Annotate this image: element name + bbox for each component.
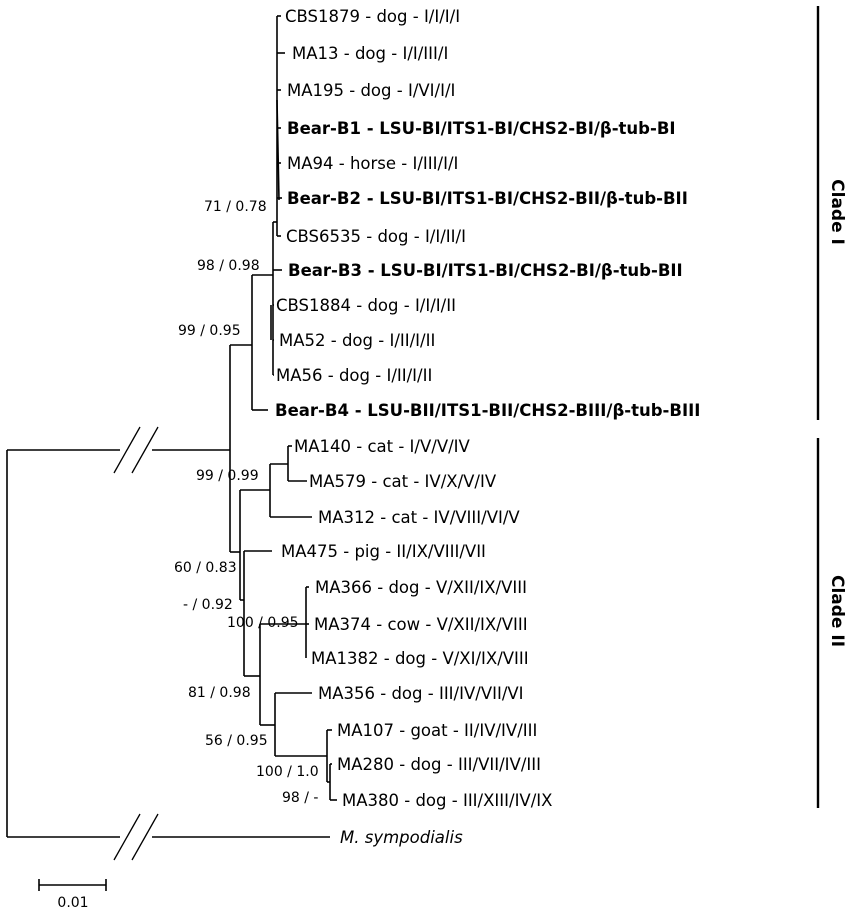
taxon-cbs1884: CBS1884 - dog - I/I/I/II: [276, 296, 456, 315]
clade-2-label: Clade II: [827, 575, 847, 647]
taxon-ma140: MA140 - cat - I/V/V/IV: [294, 437, 471, 456]
support-98: 98 / 0.98: [197, 258, 260, 274]
scale-bar: 0.01: [38, 879, 107, 911]
taxon-ma374: MA374 - cow - V/XII/IX/VIII: [314, 615, 528, 634]
support-dash92: - / 0.92: [183, 597, 233, 613]
taxon-ma366: MA366 - dog - V/XII/IX/VIII: [315, 578, 527, 597]
taxon-ma280: MA280 - dog - III/VII/IV/III: [337, 755, 541, 774]
tree-branches: [6, 15, 337, 838]
taxon-ma13: MA13 - dog - I/I/III/I: [292, 44, 448, 63]
taxon-bear-b4: Bear-B4 - LSU-BII/ITS1-BII/CHS2-BIII/β-t…: [275, 401, 700, 420]
taxon-ma56: MA56 - dog - I/II/I/II: [276, 366, 432, 385]
taxon-ma107: MA107 - goat - II/IV/IV/III: [337, 721, 537, 740]
branch-break-lower: [113, 813, 159, 861]
taxon-cbs6535: CBS6535 - dog - I/I/II/I: [286, 227, 466, 246]
taxon-ma312: MA312 - cat - IV/VIII/VI/V: [318, 508, 520, 527]
taxon-ma94: MA94 - horse - I/III/I/I: [287, 154, 458, 173]
taxon-ma579: MA579 - cat - IV/X/V/IV: [309, 472, 497, 491]
taxon-ma1382: MA1382 - dog - V/XI/IX/VIII: [311, 649, 529, 668]
support-100a: 100 / 0.95: [227, 615, 299, 631]
support-81: 81 / 0.98: [188, 685, 251, 701]
clade-1-label: Clade I: [827, 179, 847, 245]
taxon-bear-b1: Bear-B1 - LSU-BI/ITS1-BI/CHS2-BI/β-tub-B…: [287, 119, 676, 138]
branch-break-upper: [113, 426, 159, 474]
support-99b: 99 / 0.99: [196, 468, 259, 484]
taxon-bear-b2: Bear-B2 - LSU-BI/ITS1-BI/CHS2-BII/β-tub-…: [287, 189, 688, 208]
taxon-ma195: MA195 - dog - I/VI/I/I: [287, 81, 455, 100]
support-values: 71 / 0.78 98 / 0.98 99 / 0.95 99 / 0.99 …: [174, 199, 319, 806]
support-98b: 98 / -: [282, 790, 318, 806]
taxon-cbs1879: CBS1879 - dog - I/I/I/I: [285, 7, 460, 26]
dense-cluster-vertical: [276, 99, 280, 201]
taxon-bear-b3: Bear-B3 - LSU-BI/ITS1-BI/CHS2-BI/β-tub-B…: [288, 261, 683, 280]
support-100b: 100 / 1.0: [256, 764, 319, 780]
taxon-ma356: MA356 - dog - III/IV/VII/VI: [318, 684, 524, 703]
support-71: 71 / 0.78: [204, 199, 267, 215]
taxon-outgroup: M. sympodialis: [340, 828, 463, 847]
tip-labels: CBS1879 - dog - I/I/I/I MA13 - dog - I/I…: [275, 7, 700, 847]
taxon-ma52: MA52 - dog - I/II/I/II: [279, 331, 435, 350]
support-99a: 99 / 0.95: [178, 323, 241, 339]
clade-2-group: Clade II: [816, 438, 847, 808]
support-56: 56 / 0.95: [205, 733, 268, 749]
clade-1-group: Clade I: [816, 6, 847, 420]
scale-bar-label: 0.01: [57, 895, 88, 911]
support-60: 60 / 0.83: [174, 560, 237, 576]
taxon-ma380: MA380 - dog - III/XIII/IV/IX: [342, 791, 552, 810]
taxon-ma475: MA475 - pig - II/IX/VIII/VII: [281, 542, 486, 561]
